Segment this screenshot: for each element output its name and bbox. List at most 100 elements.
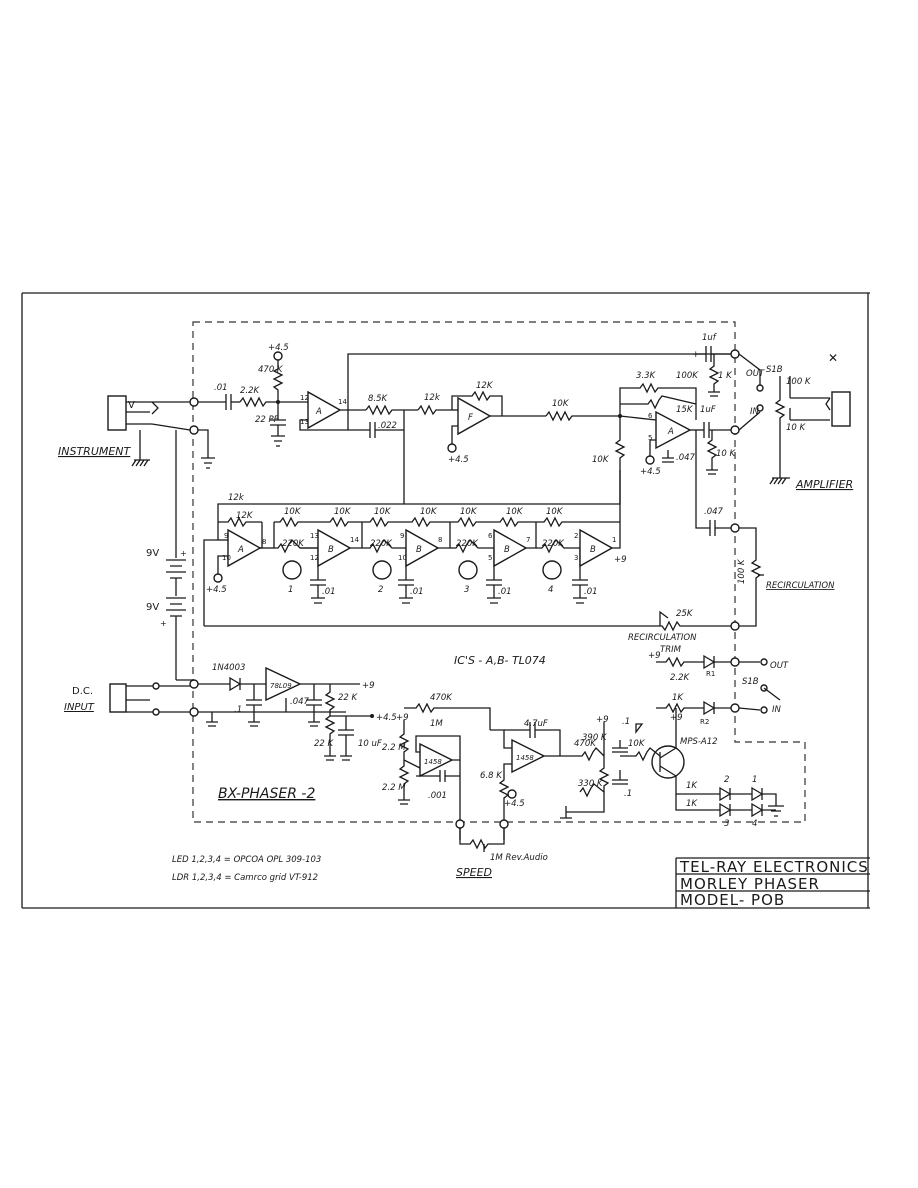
schematic-label: 8.5K [368, 394, 389, 404]
schematic-label: .001 [428, 791, 447, 801]
schematic-label: +4.5 [448, 455, 469, 465]
schematic-label: +9 [648, 651, 661, 661]
schematic-label: 9V [146, 602, 159, 613]
schematic-label: MPS-A12 [680, 737, 718, 747]
schematic-label: .1 [622, 717, 630, 727]
schematic-label: 12K [236, 511, 254, 521]
schematic-label: 470K [574, 739, 597, 749]
schematic-label: 22 K [314, 739, 335, 749]
note-led: LED 1,2,3,4 = OPCOA OPL 309-103 [172, 855, 321, 865]
schematic-label: 2.2 M [382, 743, 406, 753]
title-company: TEL-RAY ELECTRONICS [679, 858, 869, 876]
schematic-label: 330 K [578, 779, 604, 789]
schematic-label: 1 [612, 536, 616, 544]
speed-label: SPEED [456, 866, 492, 879]
schematic-label: 2.2K [240, 386, 261, 396]
schematic-label: R2 [700, 718, 709, 726]
schematic-label: B [504, 545, 510, 555]
schematic-label: V [128, 400, 135, 411]
schematic-label: RECIRCULATION [628, 633, 697, 643]
schematic-label: 10K [334, 507, 352, 517]
schematic-label: +9 [614, 555, 627, 565]
schematic-label: INPUT [64, 702, 95, 713]
schematic-label: .047 [676, 453, 696, 463]
schematic-label: 2.2K [670, 673, 691, 683]
schematic-label: 3.3K [636, 371, 657, 381]
schematic-label: +9 [362, 681, 375, 691]
schematic-label: +4.5 [640, 467, 661, 477]
schematic-label: +4.5 [504, 799, 525, 809]
schematic-label: 6.8 K [480, 771, 503, 781]
allpass-stage-1: 10K 220K 1 .01 B 13 12 14 [273, 507, 363, 604]
schematic-label: 1 [288, 585, 293, 595]
pcb-boundary [192, 321, 806, 823]
schematic-label: B [416, 545, 422, 555]
schematic-label: 10K [284, 507, 302, 517]
output-mixer: 3.3K 100K 15K A 6 5 +4.5 .047 1uF 10 K 1… [404, 333, 740, 505]
board-name: BX-PHASER -2 [218, 786, 315, 802]
schematic-label: TRIM [660, 645, 682, 655]
schematic-label: .1 [234, 705, 242, 715]
schematic-label: 220K [456, 539, 479, 549]
schematic-label: ✕ [828, 351, 838, 365]
allpass-stage-3: 10K 10K 220K 3 .01 B 6 5 7 [406, 507, 537, 604]
schematic-label: B [328, 545, 334, 555]
schematic-label: 14 [350, 536, 359, 544]
schematic-label: A [315, 407, 322, 417]
schematic-label: 1M [430, 719, 443, 729]
allpass-stage-4: 10K 10K 220K 4 .01 B 2 3 1 +9 [494, 470, 627, 604]
title-product: MORLEY PHASER [680, 875, 820, 893]
schematic-label: 470K [430, 693, 453, 703]
schematic-label: .01 [498, 587, 512, 597]
lfo-oscillator: 470K 1M +9 2.2 M 2.2 M 1458 .001 1458 4.… [382, 693, 784, 879]
title-model: MODEL- POB [680, 891, 785, 909]
schematic-label: 1M Rev.Audio [490, 853, 548, 863]
power-section: 9V + 9V + D.C. INPUT 1N4003 78L09 +9 .1 [64, 430, 397, 761]
schematic-label: 12 [310, 554, 319, 562]
schematic-label: .047 [704, 507, 724, 517]
schematic-label: 1uf [702, 333, 718, 343]
schematic-label: .01 [584, 587, 598, 597]
schematic-label: 13 [300, 418, 309, 426]
schematic-label: 8 [262, 538, 266, 546]
schematic-label: A [237, 545, 244, 555]
amplifier-label: AMPLIFIER [795, 478, 853, 491]
schematic-label: 8 [438, 536, 442, 544]
schematic-label: 1458 [516, 754, 534, 762]
schematic-label: 2.2 M [382, 783, 406, 793]
schematic-label: 7 [526, 536, 530, 544]
schematic-label: 10K [628, 739, 646, 749]
schematic-label: + [180, 549, 187, 558]
schematic-label: 1N4003 [212, 663, 245, 673]
schematic-label: .047 [290, 697, 310, 707]
schematic-label: 10K [374, 507, 392, 517]
schematic-label: 10K [506, 507, 524, 517]
schematic-label: 10 K [716, 449, 737, 459]
schematic-label: 25K [676, 609, 694, 619]
schematic-label: + [692, 350, 700, 360]
schematic-label: .022 [378, 421, 397, 431]
instrument-jack: V INSTRUMENT [58, 395, 159, 467]
input-path: .01 2.2K +4.5 470 K 22 PF [151, 343, 308, 469]
schematic-label: + [160, 619, 167, 628]
schematic-label: 2 [574, 532, 578, 540]
schematic-label: .01 [410, 587, 424, 597]
schematic-label: 78L09 [270, 682, 292, 690]
led-switch: +9 2.2K R1 OUT S1B IN 1K R2 [648, 651, 789, 726]
schematic-label: 1K [686, 781, 698, 791]
schematic-label: S1B [742, 677, 759, 687]
schematic-label: A [667, 427, 674, 437]
schematic-label: 13 [310, 532, 319, 540]
schematic-label: 1 K [718, 371, 733, 381]
schematic-label: 390 K [582, 733, 608, 743]
schematic-label: 1K [686, 799, 698, 809]
schematic-label: 10K [552, 399, 570, 409]
schematic-label: 100K [676, 371, 699, 381]
schematic-label: 4.7uF [524, 719, 548, 729]
schematic-label: 2 [724, 775, 729, 785]
schematic-label: 3 [464, 585, 469, 595]
schematic-label: 3 [724, 819, 729, 829]
schematic-label: .01 [214, 383, 228, 393]
schematic-label: .1 [624, 789, 632, 799]
